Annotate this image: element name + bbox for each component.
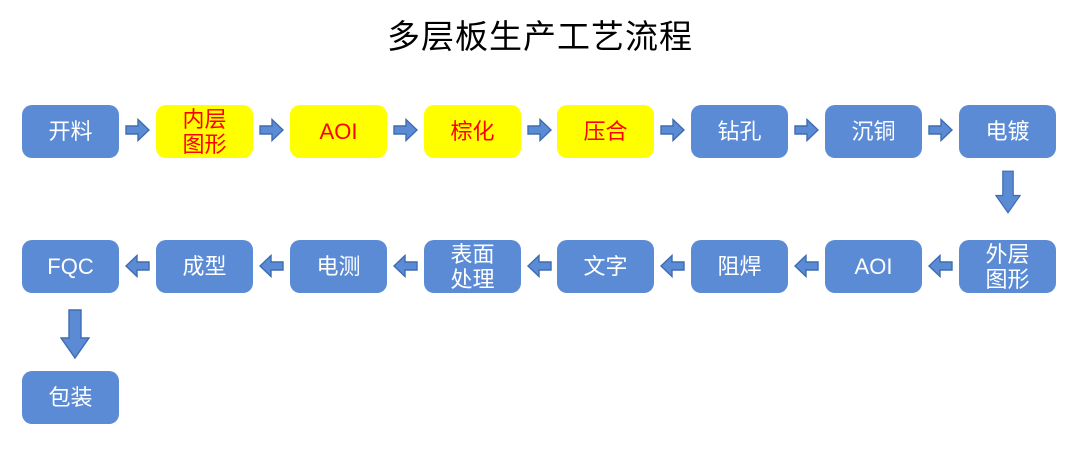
flow-node-cutting: 开料	[22, 105, 119, 158]
flow-node-brown-oxidation: 棕化	[424, 105, 521, 158]
flow-node-solder-mask: 阻焊	[691, 240, 788, 293]
arrow-right-icon	[527, 118, 552, 142]
arrow-right-icon	[660, 118, 685, 142]
flow-node-drilling: 钻孔	[691, 105, 788, 158]
arrow-left-icon	[928, 254, 953, 278]
flow-node-electrical-test: 电测	[290, 240, 387, 293]
arrow-down-icon	[60, 309, 90, 359]
flow-node-aoi-outer: AOI	[825, 240, 922, 293]
flow-node-lamination: 压合	[557, 105, 654, 158]
arrow-right-icon	[259, 118, 284, 142]
arrow-right-icon	[393, 118, 418, 142]
flow-node-plating: 电镀	[959, 105, 1056, 158]
arrow-left-icon	[393, 254, 418, 278]
flow-node-inner-layer-pattern: 内层 图形	[156, 105, 253, 158]
arrow-down-icon	[995, 169, 1021, 215]
flow-node-silkscreen: 文字	[557, 240, 654, 293]
arrow-left-icon	[259, 254, 284, 278]
arrow-left-icon	[527, 254, 552, 278]
flow-node-forming: 成型	[156, 240, 253, 293]
arrow-left-icon	[660, 254, 685, 278]
page-title: 多层板生产工艺流程	[387, 20, 693, 56]
arrow-right-icon	[794, 118, 819, 142]
flow-node-surface-finish: 表面 处理	[424, 240, 521, 293]
flow-node-outer-layer-pattern: 外层 图形	[959, 240, 1056, 293]
flow-node-aoi-inner: AOI	[290, 105, 387, 158]
flow-node-fqc: FQC	[22, 240, 119, 293]
arrow-left-icon	[125, 254, 150, 278]
arrow-right-icon	[125, 118, 150, 142]
arrow-left-icon	[794, 254, 819, 278]
arrow-right-icon	[928, 118, 953, 142]
flow-node-packaging: 包装	[22, 371, 119, 424]
flow-node-copper-deposition: 沉铜	[825, 105, 922, 158]
